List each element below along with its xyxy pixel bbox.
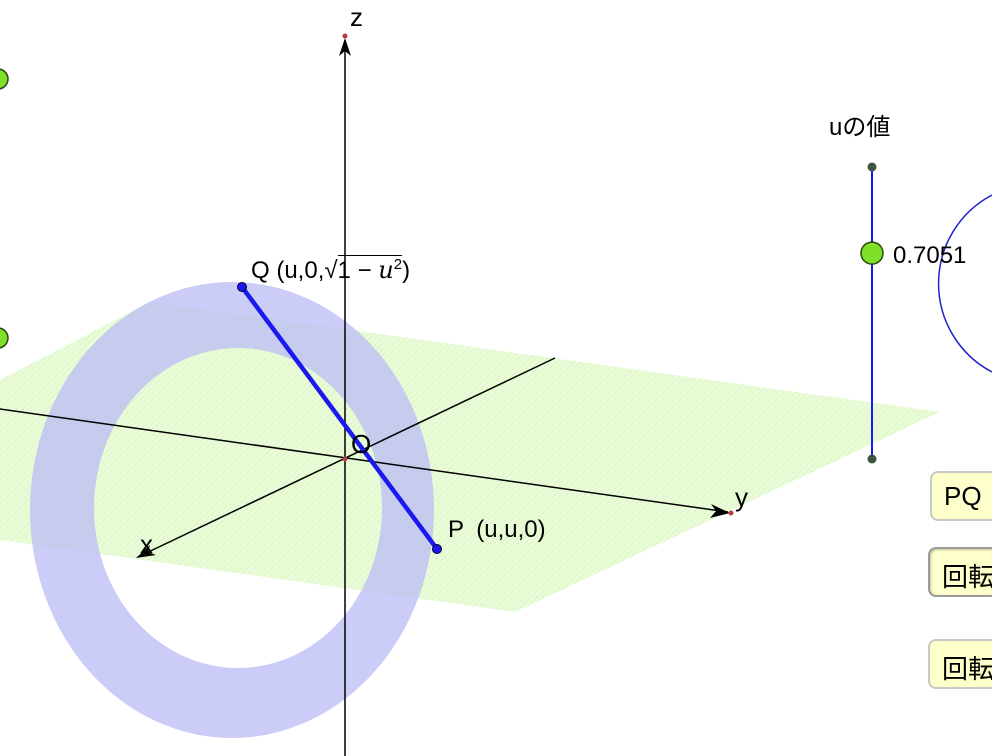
origin-marker	[342, 456, 348, 462]
slider-handle	[860, 241, 884, 265]
slider-value: 0.7051	[893, 242, 967, 269]
x-axis	[139, 357, 556, 557]
point-q-coords: (u,0,√1 − u2)	[276, 255, 411, 284]
z-arrow	[339, 38, 351, 56]
point-q-name: Q	[251, 257, 270, 284]
z-axis-label: z	[350, 2, 363, 32]
axes	[0, 40, 729, 756]
origin-label: O	[351, 429, 372, 459]
sqrt-symbol: √	[324, 257, 338, 284]
rotate-button-1[interactable]: 回転	[928, 547, 992, 597]
point-q-label: Q (u,0,√1 − u2)	[251, 255, 411, 284]
y-axis-end-marker	[728, 510, 734, 516]
point-p-name: P	[448, 516, 464, 543]
slider-bottom-endpoint	[867, 454, 877, 464]
x-arrow	[136, 545, 156, 558]
right-blue-circle-arc	[937, 194, 992, 373]
segment-pq[interactable]	[239, 284, 440, 552]
pq-button[interactable]: PQ	[930, 471, 992, 521]
x-axis-label: x	[140, 529, 153, 559]
rotate-button-2[interactable]: 回転	[928, 639, 992, 689]
slider-u[interactable]	[860, 162, 884, 464]
y-axis-label: y	[735, 482, 748, 512]
point-p-coords: (u,u,0)	[476, 516, 546, 543]
y-axis	[0, 408, 729, 513]
axis-arrowheads	[136, 38, 730, 558]
rotation-ring-surface	[30, 282, 434, 738]
z-axis-end-marker	[342, 33, 348, 39]
point-q[interactable]	[237, 282, 247, 292]
left-green-point-top[interactable]	[0, 68, 9, 90]
slider-top-endpoint	[867, 162, 877, 172]
y-arrow	[710, 504, 730, 518]
left-green-point-bottom[interactable]	[0, 327, 9, 349]
point-p-label: P (u,u,0)	[448, 518, 546, 542]
point-p[interactable]	[432, 544, 442, 554]
slider-label: uの値	[829, 114, 891, 141]
